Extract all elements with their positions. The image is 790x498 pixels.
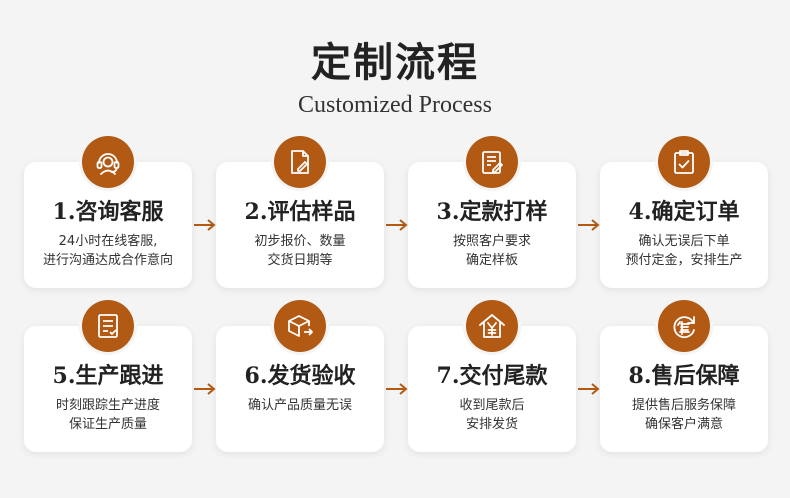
step-description: 24小时在线客服,进行沟通达成合作意向	[42, 234, 173, 268]
step-title: 4.确定订单	[628, 199, 740, 225]
headset-icon	[82, 136, 134, 188]
step-card-2: 2.评估样品 初步报价、数量交货日期等	[216, 162, 384, 288]
step-description: 确认无误后下单预付定金，安排生产	[625, 234, 743, 268]
step-title: 2.评估样品	[244, 199, 356, 225]
step-title: 7.交付尾款	[436, 363, 548, 389]
step-description: 初步报价、数量交货日期等	[254, 234, 346, 268]
arrow-right-icon	[386, 219, 408, 231]
step-description: 提供售后服务保障确保客户满意	[631, 398, 736, 432]
arrow-right-icon	[578, 383, 600, 395]
document-edit-icon	[274, 136, 326, 188]
step-title: 6.发货验收	[244, 363, 356, 389]
arrow-right-icon	[194, 219, 216, 231]
page-subtitle: Customized Process	[298, 92, 492, 118]
step-card-5: 5.生产跟进 时刻跟踪生产进度保证生产质量	[24, 326, 192, 452]
step-description: 收到尾款后安排发货	[459, 398, 525, 432]
step-description: 时刻跟踪生产进度保证生产质量	[55, 398, 160, 432]
house-money-icon	[466, 300, 518, 352]
arrow-right-icon	[578, 219, 600, 231]
delivery-box-icon	[274, 300, 326, 352]
clipboard-pen-icon	[466, 136, 518, 188]
arrow-right-icon	[194, 383, 216, 395]
step-title: 1.咨询客服	[52, 199, 164, 225]
step-title: 5.生产跟进	[52, 363, 164, 389]
page-title: 定制流程	[311, 39, 479, 86]
step-title: 8.售后保障	[628, 363, 740, 389]
after-sales-icon	[658, 300, 710, 352]
step-description: 确认产品质量无误	[247, 398, 352, 413]
step-card-3: 3.定款打样 按照客户要求确定样板	[408, 162, 576, 288]
order-check-icon	[658, 136, 710, 188]
arrow-right-icon	[386, 383, 408, 395]
checklist-icon	[82, 300, 134, 352]
step-title: 3.定款打样	[436, 199, 548, 225]
step-description: 按照客户要求确定样板	[452, 234, 531, 268]
